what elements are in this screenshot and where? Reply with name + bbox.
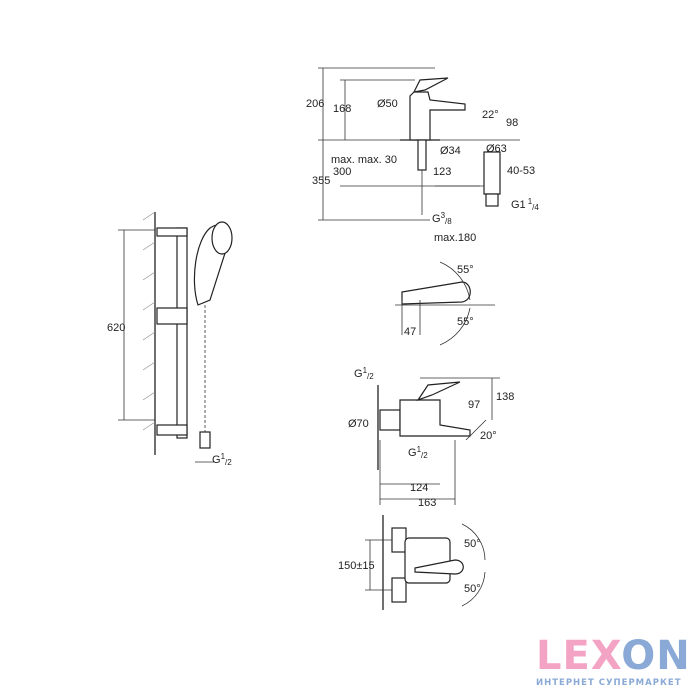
dim-bath-g12-top: G1/2 — [354, 366, 374, 381]
logo-wordmark: LEXON — [536, 633, 691, 679]
bath-front-view-drawing — [365, 515, 486, 610]
dim-98: 98 — [506, 117, 518, 129]
dim-300: 300 — [333, 166, 351, 178]
dim-d34: Ø34 — [440, 145, 461, 157]
dim-124: 124 — [410, 482, 428, 494]
dim-97: 97 — [468, 399, 480, 411]
lexon-logo: LEXON ИНТЕРНЕТ СУПЕРМАРКЕТ — [536, 636, 696, 688]
dim-163: 163 — [418, 497, 436, 509]
basin-mixer-drawing — [318, 67, 520, 221]
logo-tagline: ИНТЕРНЕТ СУПЕРМАРКЕТ — [536, 678, 682, 688]
dim-bath-g12-bottom: G1/2 — [408, 445, 428, 460]
dim-d70: Ø70 — [348, 418, 369, 430]
dim-d50: Ø50 — [377, 98, 398, 110]
dim-50deg-bottom: 50° — [464, 583, 481, 595]
lever-top-view-drawing — [395, 261, 495, 346]
dim-g38: G3/8 — [432, 211, 452, 226]
bath-mixer-drawing — [377, 377, 500, 505]
dim-55deg-top: 55° — [457, 264, 474, 276]
dim-max180: max.180 — [434, 232, 476, 244]
dim-206: 206 — [306, 98, 324, 110]
dim-d63: Ø63 — [486, 143, 507, 155]
dim-22deg: 22° — [482, 109, 499, 121]
dim-47: 47 — [404, 326, 416, 338]
dim-55deg-bottom: 55° — [457, 316, 474, 328]
dim-40-53: 40-53 — [507, 165, 535, 177]
dim-620: 620 — [107, 322, 125, 334]
dim-50deg-top: 50° — [464, 538, 481, 550]
dim-shower-g12: G1/2 — [212, 452, 232, 467]
dim-20deg: 20° — [480, 430, 497, 442]
dim-138: 138 — [496, 391, 514, 403]
shower-set-drawing — [118, 211, 233, 463]
dim-355: 355 — [312, 175, 330, 187]
dim-168: 168 — [333, 103, 351, 115]
dim-123: 123 — [433, 166, 451, 178]
dim-150-15: 150±15 — [338, 560, 375, 572]
dim-max30: max. max. 30 — [331, 154, 397, 166]
